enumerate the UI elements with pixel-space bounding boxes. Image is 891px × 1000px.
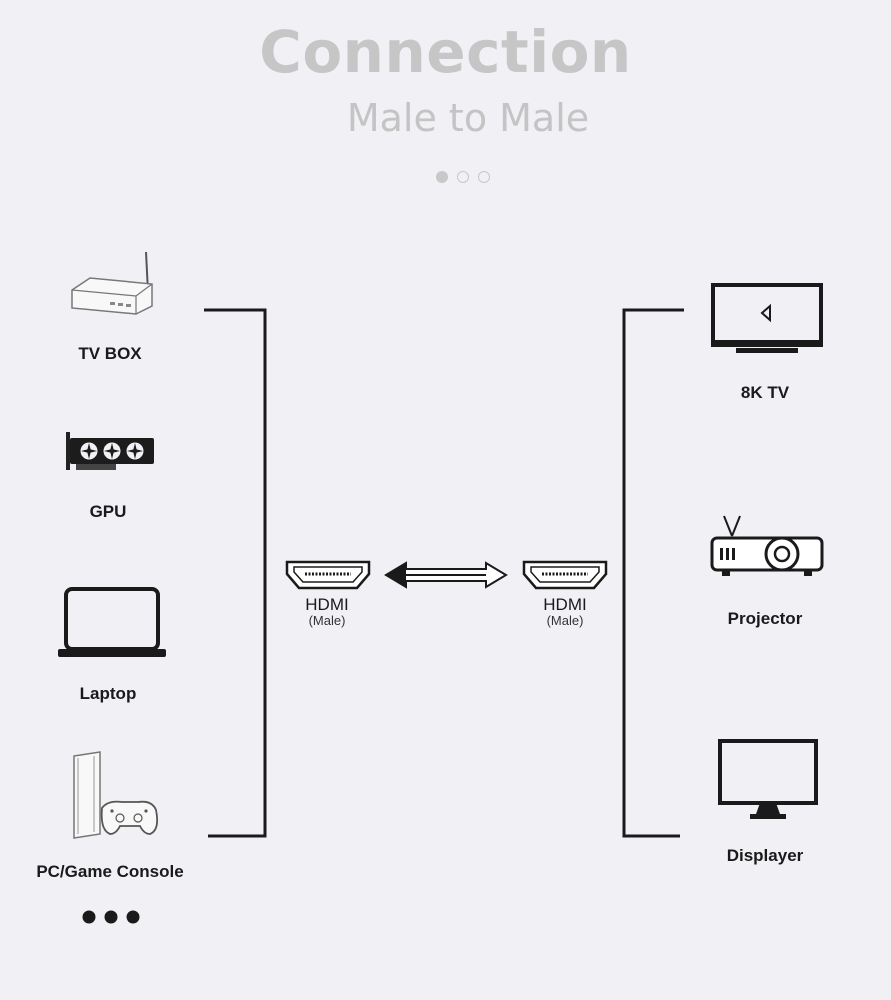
source-label-gpu: GPU: [89, 502, 127, 521]
display-label-monitor: Displayer: [726, 846, 804, 865]
laptop-icon: [58, 587, 166, 657]
pagination-dot[interactable]: [457, 171, 469, 183]
pagination-dot[interactable]: [478, 171, 490, 183]
display-label-projector: Projector: [727, 609, 803, 628]
hdmi-left-sublabel: (Male): [308, 613, 346, 628]
source-label-tv-box: TV BOX: [78, 344, 142, 363]
tv-box-icon: [71, 251, 153, 315]
hdmi-right-label: HDMI: [543, 595, 587, 614]
hdmi-connector-right-icon: [522, 560, 608, 590]
double-arrow-icon: [384, 561, 508, 589]
more-dots-icon: [82, 910, 140, 924]
source-label-laptop: Laptop: [79, 684, 137, 703]
pagination-dot-active[interactable]: [436, 171, 448, 183]
projector-icon: [710, 515, 824, 576]
tv-icon: [711, 283, 823, 353]
monitor-icon: [718, 739, 818, 819]
hdmi-connector-left-icon: [285, 560, 371, 590]
source-label-game-console: PC/Game Console: [36, 862, 184, 881]
hdmi-left-label: HDMI: [305, 595, 349, 614]
hdmi-right-sublabel: (Male): [546, 613, 584, 628]
page-subtitle: Male to Male: [346, 96, 590, 140]
pagination-dots: [436, 171, 490, 183]
gpu-icon: [66, 432, 154, 470]
game-console-icon: [73, 751, 159, 839]
display-label-8k-tv: 8K TV: [740, 383, 790, 402]
page-title: Connection: [259, 18, 632, 86]
